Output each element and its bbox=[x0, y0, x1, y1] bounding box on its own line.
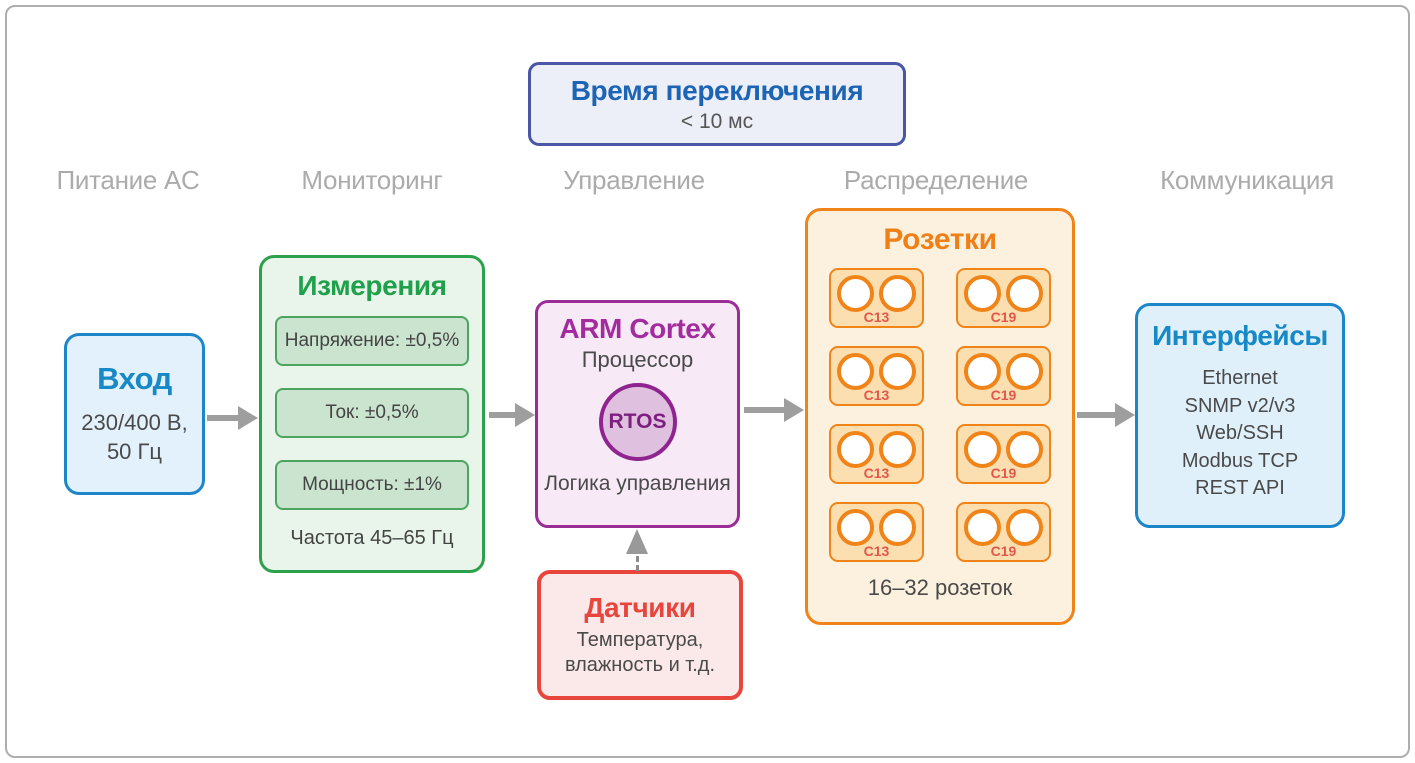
measurements-title: Измерения bbox=[297, 270, 447, 301]
arrowhead-up-icon bbox=[626, 529, 648, 554]
rtos-core-icon: RTOS bbox=[598, 383, 677, 461]
outlet-type-label: C13 bbox=[863, 543, 890, 559]
metric-list: Напряжение: ±0,5% Ток: ±0,5% Мощность: ±… bbox=[275, 316, 469, 510]
interface-item-snmp: SNMP v2/v3 bbox=[1184, 394, 1296, 417]
outlet-hole-icon bbox=[879, 275, 916, 312]
outlet-hole-icon bbox=[837, 509, 874, 546]
arrowhead-icon bbox=[515, 403, 535, 427]
outlet-card-c13: C13 bbox=[829, 424, 924, 484]
outlet-card-c13: C13 bbox=[829, 502, 924, 562]
column-label-communication: Коммуникация bbox=[1160, 165, 1334, 195]
arrowhead-icon bbox=[784, 398, 804, 422]
outlet-hole-icon bbox=[837, 275, 874, 312]
sensors-title: Датчики bbox=[584, 592, 696, 623]
interface-item-rest-api: REST API bbox=[1195, 477, 1285, 500]
arrowhead-icon bbox=[1115, 403, 1135, 427]
outlet-cards-grid: C13 C19 C13 C19 C13 bbox=[808, 268, 1072, 562]
column-label-power: Питание AC bbox=[56, 165, 200, 195]
outlet-type-label: C19 bbox=[990, 465, 1017, 481]
metric-voltage: Напряжение: ±0,5% bbox=[275, 316, 469, 366]
interfaces-list: Ethernet SNMP v2/v3 Web/SSH Modbus TCP R… bbox=[1138, 365, 1342, 503]
switching-time-title: Время переключения bbox=[570, 74, 864, 106]
outlet-card-c19: C19 bbox=[956, 424, 1051, 484]
switching-time-box: Время переключения < 10 мс bbox=[528, 62, 906, 146]
outlet-type-label: C13 bbox=[863, 465, 890, 481]
outlet-type-label: C19 bbox=[990, 543, 1017, 559]
outlet-card-c13: C13 bbox=[829, 268, 924, 328]
outlet-hole-icon bbox=[879, 431, 916, 468]
outlets-box: Розетки C13 C19 C13 C19 bbox=[805, 208, 1075, 625]
input-box: Вход 230/400 В, 50 Гц bbox=[64, 333, 205, 495]
input-spec-line-1: 230/400 В, bbox=[81, 410, 188, 436]
outlets-count: 16–32 розеток bbox=[867, 575, 1013, 600]
outlet-card-c13: C13 bbox=[829, 346, 924, 406]
column-label-monitoring: Мониторинг bbox=[301, 165, 443, 195]
interface-item-ethernet: Ethernet bbox=[1202, 367, 1278, 389]
outlet-hole-icon bbox=[964, 275, 1001, 312]
interfaces-title: Интерфейсы bbox=[1152, 320, 1328, 351]
sensors-description: Температура, влажность и т.д. bbox=[565, 628, 715, 678]
outlet-hole-icon bbox=[964, 509, 1001, 546]
controller-box: ARM Cortex Процессор RTOS Логика управле… bbox=[535, 300, 740, 528]
outlet-type-label: C19 bbox=[990, 387, 1017, 403]
outlet-hole-icon bbox=[1006, 509, 1043, 546]
column-label-control: Управление bbox=[563, 165, 705, 195]
controller-title: ARM Cortex bbox=[559, 313, 716, 344]
outlet-hole-icon bbox=[837, 353, 874, 390]
outlet-hole-icon bbox=[837, 431, 874, 468]
measurements-footer: Частота 45–65 Гц bbox=[290, 527, 454, 549]
input-title: Вход bbox=[97, 361, 172, 397]
metric-current: Ток: ±0,5% bbox=[275, 388, 469, 438]
outlet-card-c19: C19 bbox=[956, 346, 1051, 406]
metric-power: Мощность: ±1% bbox=[275, 460, 469, 510]
outlet-hole-icon bbox=[879, 353, 916, 390]
measurements-box: Измерения Напряжение: ±0,5% Ток: ±0,5% М… bbox=[259, 255, 485, 573]
outlet-hole-icon bbox=[964, 431, 1001, 468]
dashed-line bbox=[635, 556, 639, 571]
outlet-hole-icon bbox=[1006, 275, 1043, 312]
sensors-line-1: Температура, bbox=[576, 629, 704, 651]
outlet-hole-icon bbox=[1006, 353, 1043, 390]
sensors-line-2: влажность и т.д. bbox=[564, 654, 716, 676]
sensors-box: Датчики Температура, влажность и т.д. bbox=[537, 570, 743, 700]
outlet-type-label: C19 bbox=[990, 309, 1017, 325]
outlet-type-label: C13 bbox=[863, 309, 890, 325]
controller-subtitle: Процессор bbox=[581, 347, 694, 372]
controller-footer: Логика управления bbox=[544, 472, 731, 495]
input-spec-line-2: 50 Гц bbox=[106, 439, 163, 464]
interface-item-modbus: Modbus TCP bbox=[1181, 449, 1299, 472]
column-label-distribution: Распределение bbox=[843, 165, 1029, 195]
outlet-type-label: C13 bbox=[863, 387, 890, 403]
outlet-hole-icon bbox=[879, 509, 916, 546]
outlets-title: Розетки bbox=[883, 223, 997, 256]
outlet-card-c19: C19 bbox=[956, 268, 1051, 328]
arrowhead-icon bbox=[238, 406, 258, 430]
outlet-hole-icon bbox=[964, 353, 1001, 390]
interfaces-box: Интерфейсы Ethernet SNMP v2/v3 Web/SSH M… bbox=[1135, 303, 1345, 528]
outlet-card-c19: C19 bbox=[956, 502, 1051, 562]
interface-item-web-ssh: Web/SSH bbox=[1196, 422, 1284, 445]
switching-time-value: < 10 мс bbox=[680, 109, 754, 133]
outlet-hole-icon bbox=[1006, 431, 1043, 468]
input-spec: 230/400 В, 50 Гц bbox=[81, 409, 187, 466]
